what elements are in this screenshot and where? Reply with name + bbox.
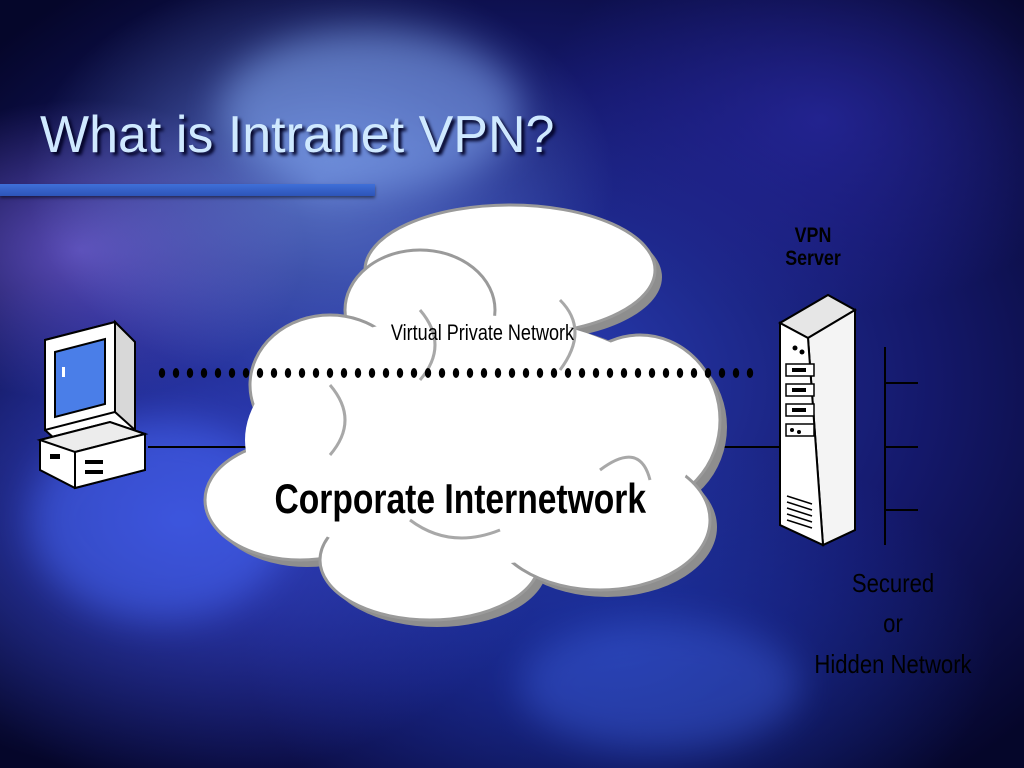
vpn-tunnel-dot (228, 368, 236, 378)
vpn-tunnel-dot (214, 368, 222, 378)
vpn-tunnel-dot (606, 368, 614, 378)
vpn-tunnel-dot (676, 368, 684, 378)
vpn-tunnel-dot (410, 368, 418, 378)
vpn-tunnel-dot (256, 368, 264, 378)
server-tower-icon (777, 293, 858, 547)
vpn-tunnel-dot (746, 368, 754, 378)
vpn-tunnel-dot (620, 368, 628, 378)
vpn-tunnel-dot (662, 368, 670, 378)
cloud-icon (203, 203, 727, 627)
vpn-server-label-line2: Server (785, 247, 841, 271)
secured-network-label-line3: Hidden Network (814, 648, 972, 679)
vpn-tunnel-dot (494, 368, 502, 378)
vpn-tunnel-dot (200, 368, 208, 378)
vpn-server-label: VPN Server (776, 224, 849, 270)
vpn-tunnel-dot (732, 368, 740, 378)
cloud-body (245, 315, 695, 565)
vpn-tunnel-dot (648, 368, 656, 378)
vpn-tunnel-dot (340, 368, 348, 378)
vpn-tunnel-dot (704, 368, 712, 378)
vpn-server-label-line1: VPN (794, 224, 832, 247)
secured-network-label-line2: or (883, 608, 903, 639)
vpn-tunnel-dot (298, 368, 306, 378)
vpn-tunnel-dot (172, 368, 180, 378)
vpn-tunnel-dot (284, 368, 292, 378)
vpn-tunnel-dot (312, 368, 320, 378)
secured-network-label: Secured or Hidden Network (814, 563, 972, 684)
vpn-tunnel-dot (326, 368, 334, 378)
vpn-tunnel-dot (368, 368, 376, 378)
vpn-tunnel-dot (424, 368, 432, 378)
vpn-tunnel-dot (718, 368, 726, 378)
virtual-private-network-label: Virtual Private Network (390, 320, 575, 345)
vpn-tunnel-dot (242, 368, 250, 378)
vpn-tunnel-dot (480, 368, 488, 378)
vpn-tunnel-dot (550, 368, 558, 378)
vpn-tunnel-dot (158, 368, 166, 378)
vpn-tunnel-dot (270, 368, 278, 378)
slide-title: What is Intranet VPN? (40, 106, 555, 164)
vpn-tunnel-dotted-line (158, 368, 754, 378)
vpn-tunnel-dot (186, 368, 194, 378)
vpn-tunnel-dot (690, 368, 698, 378)
vpn-tunnel-dot (452, 368, 460, 378)
corporate-internetwork-label: Corporate Internetwork (274, 475, 647, 522)
vpn-tunnel-dot (592, 368, 600, 378)
desktop-computer-icon (36, 319, 149, 490)
connection-lines (148, 347, 918, 545)
vpn-tunnel-dot (578, 368, 586, 378)
title-accent-bar (0, 184, 375, 196)
vpn-tunnel-dot (382, 368, 390, 378)
vpn-tunnel-dot (354, 368, 362, 378)
vpn-tunnel-dot (536, 368, 544, 378)
vpn-tunnel-dot (522, 368, 530, 378)
vpn-tunnel-dot (466, 368, 474, 378)
background-swirl (520, 620, 800, 750)
vpn-tunnel-dot (508, 368, 516, 378)
background-swirl (220, 30, 520, 190)
secured-network-label-line1: Secured (851, 568, 935, 598)
vpn-tunnel-dot (634, 368, 642, 378)
vpn-tunnel-dot (438, 368, 446, 378)
vpn-tunnel-dot (564, 368, 572, 378)
vpn-tunnel-dot (396, 368, 404, 378)
